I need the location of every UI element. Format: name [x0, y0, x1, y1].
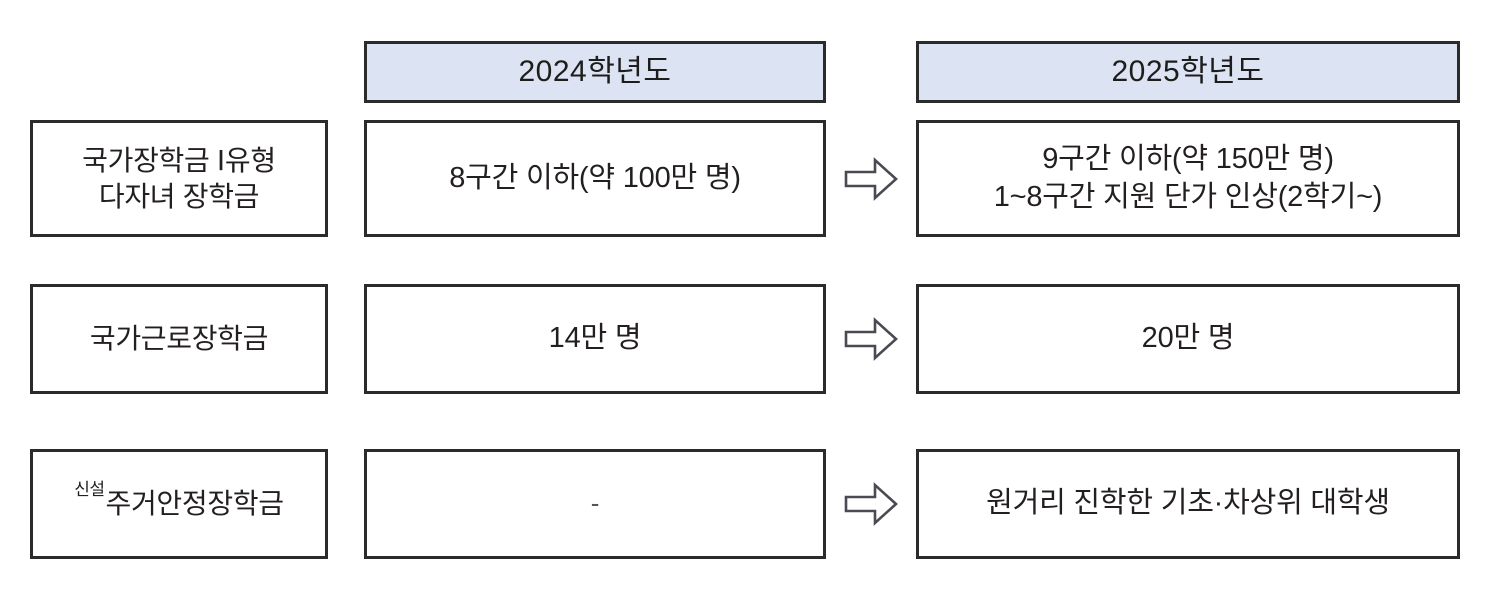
header-year-2025-label: 2025학년도	[1111, 54, 1265, 88]
transition-arrow-row1	[842, 120, 900, 237]
row3-value-2025-line-1: 원거리 진학한 기초·차상위 대학생	[986, 487, 1390, 520]
row-label-line-1: 국가장학금 Ⅰ유형	[82, 144, 276, 176]
right-block-arrow-icon	[844, 482, 898, 526]
row2-value-2024: 14만 명	[364, 284, 826, 394]
row1-value-2025-line-2: 1~8구간 지원 단가 인상(2학기~)	[993, 180, 1383, 213]
row-label-line-2: 다자녀 장학금	[98, 180, 260, 212]
transition-arrow-row2	[842, 284, 900, 394]
row-label-line-1: 국가근로장학금	[89, 323, 269, 355]
header-year-2024-label: 2024학년도	[518, 54, 672, 88]
row-label-housing-stability-scholarship: 신설주거안정장학금	[30, 449, 328, 559]
row-label-main-text: 주거안정장학금	[105, 488, 285, 520]
right-block-arrow-icon	[844, 317, 898, 361]
row1-value-2025: 9구간 이하(약 150만 명) 1~8구간 지원 단가 인상(2학기~)	[916, 120, 1460, 237]
row-label-work-study-scholarship: 국가근로장학금	[30, 284, 328, 394]
row2-value-2024-line-1: 14만 명	[548, 322, 642, 355]
row-label-national-scholarship-type1: 국가장학금 Ⅰ유형 다자녀 장학금	[30, 120, 328, 237]
right-block-arrow-icon	[844, 156, 898, 201]
row1-value-2024: 8구간 이하(약 100만 명)	[364, 120, 826, 237]
header-year-2024: 2024학년도	[364, 41, 826, 103]
header-year-2025: 2025학년도	[916, 41, 1460, 103]
row2-value-2025: 20만 명	[916, 284, 1460, 394]
row1-value-2024-line-1: 8구간 이하(약 100만 명)	[449, 161, 741, 194]
row3-value-2024: -	[364, 449, 826, 559]
row-label-line-1: 신설주거안정장학금	[74, 480, 285, 522]
row2-value-2025-line-1: 20만 명	[1141, 322, 1235, 355]
row1-value-2025-line-1: 9구간 이하(약 150만 명)	[1042, 143, 1334, 176]
row3-value-2025: 원거리 진학한 기초·차상위 대학생	[916, 449, 1460, 559]
transition-arrow-row3	[842, 449, 900, 559]
new-badge-label: 신설	[74, 480, 105, 500]
row3-value-2024-line-1: -	[590, 488, 600, 519]
